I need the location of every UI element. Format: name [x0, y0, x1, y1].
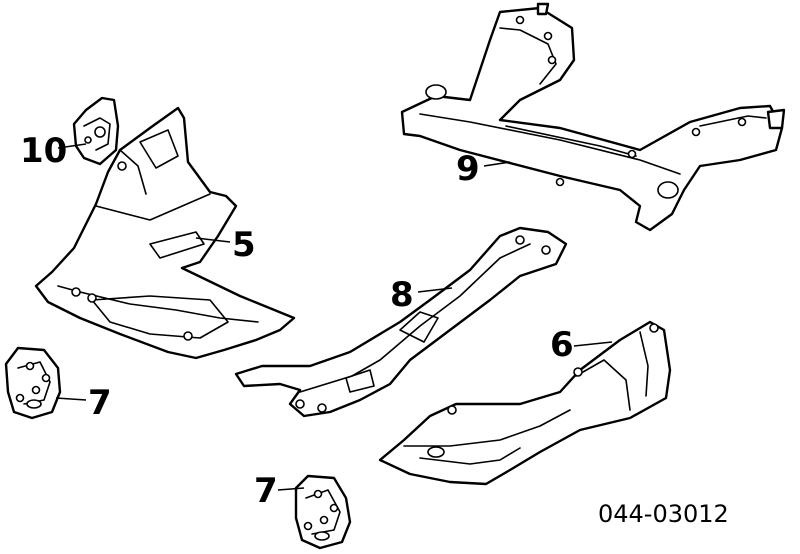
callout-6: 6	[550, 325, 574, 365]
leader-line-5	[195, 237, 231, 243]
plate-part-7-bottom	[294, 474, 352, 550]
leader-line-7-left	[55, 397, 87, 401]
leader-line-8	[417, 287, 453, 293]
leader-line-10	[57, 143, 87, 149]
leader-line-7-bottom	[277, 487, 305, 491]
diagram-code: 044-03012	[598, 500, 729, 528]
undercover-part-6	[378, 320, 672, 486]
callout-7-left: 7	[88, 383, 112, 423]
bracket-part-10	[72, 96, 120, 166]
undercover-part-5	[34, 106, 296, 360]
leader-line-9	[483, 161, 511, 167]
callout-9: 9	[456, 149, 480, 189]
callout-5: 5	[232, 225, 256, 265]
leader-line-6	[573, 341, 613, 347]
callout-10: 10	[20, 131, 67, 171]
callout-7-bottom: 7	[254, 471, 278, 511]
crossmember-part-9	[400, 2, 786, 232]
center-member-part-8	[234, 226, 568, 418]
callout-8: 8	[390, 275, 414, 315]
plate-part-7-left	[4, 346, 62, 420]
